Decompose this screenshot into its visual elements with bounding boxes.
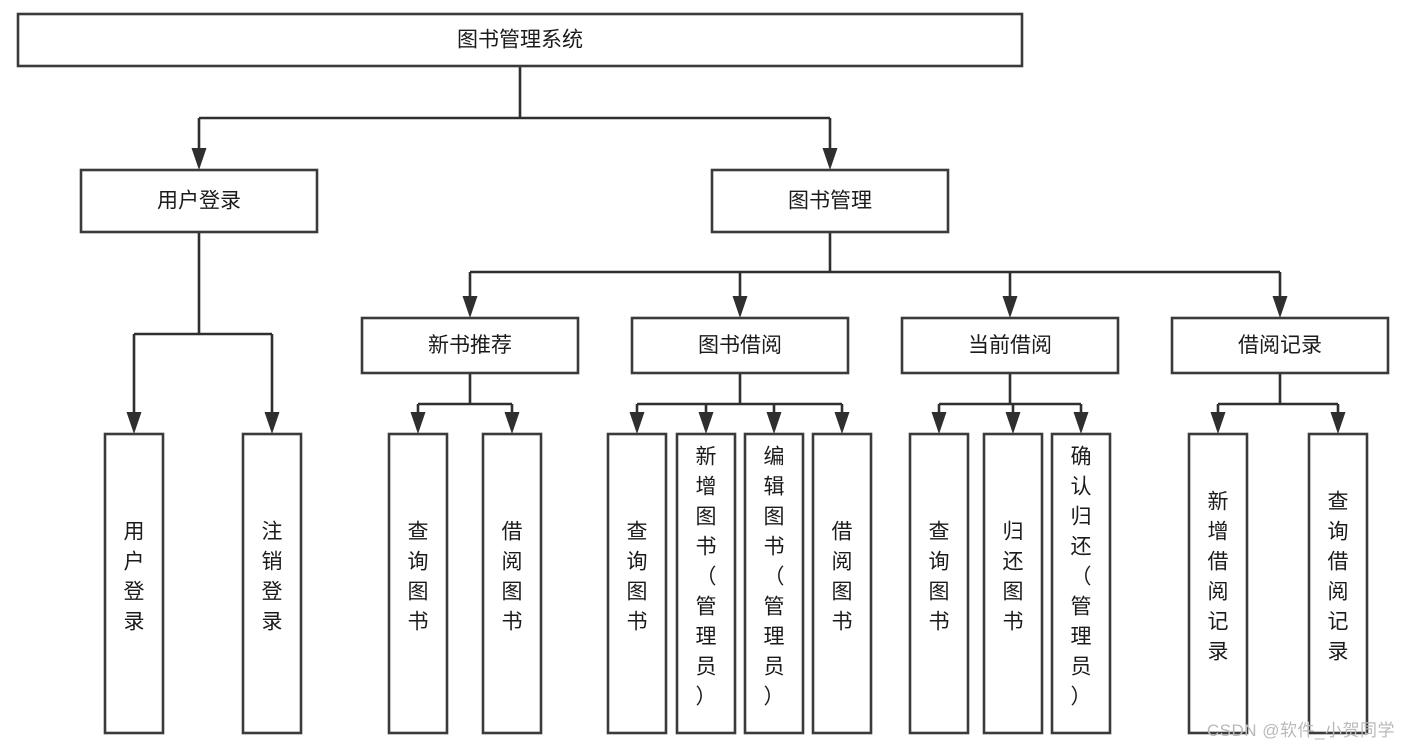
node-box bbox=[360, 316, 580, 375]
node-box bbox=[811, 432, 873, 735]
node-label: 新增借阅记录 bbox=[1208, 491, 1229, 664]
arrow-head-icon bbox=[1210, 412, 1226, 434]
arrow-head-icon bbox=[504, 412, 520, 434]
arrow-head-icon bbox=[1073, 412, 1089, 434]
node-new-book-rec[interactable]: 新书推荐 bbox=[360, 316, 580, 375]
arrow-head-icon bbox=[698, 412, 714, 434]
arrow-head-icon bbox=[264, 412, 280, 434]
node-label: 借阅记录 bbox=[1238, 334, 1322, 357]
node-box bbox=[710, 168, 950, 234]
node-label: 查询图书 bbox=[408, 521, 429, 634]
node-box bbox=[103, 432, 165, 735]
node-label: 用户登录 bbox=[157, 190, 241, 213]
node-leaf-confirm-return[interactable]: 确认归还（管理员） bbox=[1050, 432, 1112, 735]
node-box bbox=[1307, 432, 1369, 735]
arrow-head-icon bbox=[462, 296, 478, 318]
arrow-head-icon bbox=[1005, 412, 1021, 434]
node-box bbox=[606, 432, 668, 735]
node-book-manage[interactable]: 图书管理 bbox=[710, 168, 950, 234]
node-leaf-query-book-1[interactable]: 查询图书 bbox=[387, 432, 449, 735]
node-label: 图书管理 bbox=[788, 190, 872, 213]
connector-lines-group bbox=[126, 66, 1346, 434]
node-borrow-record[interactable]: 借阅记录 bbox=[1170, 316, 1390, 375]
node-boxes-group: 图书管理系统用户登录图书管理新书推荐图书借阅当前借阅借阅记录用户登录注销登录查询… bbox=[16, 12, 1390, 735]
arrow-head-icon bbox=[1330, 412, 1346, 434]
arrow-head-icon bbox=[191, 148, 207, 170]
node-box bbox=[908, 432, 970, 735]
arrow-head-icon bbox=[834, 412, 850, 434]
node-label: 用户登录 bbox=[124, 521, 145, 634]
node-box bbox=[1050, 432, 1112, 735]
node-current-borrow[interactable]: 当前借阅 bbox=[900, 316, 1120, 375]
node-label: 查询借阅记录 bbox=[1328, 491, 1349, 664]
node-label: 编辑图书（管理员） bbox=[764, 446, 785, 709]
node-box bbox=[982, 432, 1044, 735]
node-label: 查询图书 bbox=[929, 521, 950, 634]
node-leaf-query-book-2[interactable]: 查询图书 bbox=[606, 432, 668, 735]
node-label: 新增图书（管理员） bbox=[696, 446, 717, 709]
node-leaf-query-book-3[interactable]: 查询图书 bbox=[908, 432, 970, 735]
node-leaf-query-record[interactable]: 查询借阅记录 bbox=[1307, 432, 1369, 735]
node-leaf-borrow-book-1[interactable]: 借阅图书 bbox=[481, 432, 543, 735]
arrow-head-icon bbox=[1272, 296, 1288, 318]
arrow-head-icon bbox=[410, 412, 426, 434]
node-root[interactable]: 图书管理系统 bbox=[16, 12, 1024, 68]
node-box bbox=[387, 432, 449, 735]
arrow-head-icon bbox=[1002, 296, 1018, 318]
node-label: 借阅图书 bbox=[832, 521, 853, 634]
node-label: 注销登录 bbox=[262, 521, 283, 634]
node-box bbox=[630, 316, 850, 375]
node-leaf-edit-book[interactable]: 编辑图书（管理员） bbox=[743, 432, 805, 735]
node-box bbox=[1187, 432, 1249, 735]
node-box bbox=[481, 432, 543, 735]
node-box bbox=[79, 168, 319, 234]
arrow-head-icon bbox=[822, 148, 838, 170]
arrow-head-icon bbox=[766, 412, 782, 434]
node-leaf-borrow-book-2[interactable]: 借阅图书 bbox=[811, 432, 873, 735]
node-leaf-add-record[interactable]: 新增借阅记录 bbox=[1187, 432, 1249, 735]
node-label: 当前借阅 bbox=[968, 334, 1052, 357]
node-label: 借阅图书 bbox=[502, 521, 523, 634]
node-label: 图书借阅 bbox=[698, 334, 782, 357]
node-box bbox=[241, 432, 303, 735]
node-leaf-user-logout[interactable]: 注销登录 bbox=[241, 432, 303, 735]
node-label: 确认归还（管理员） bbox=[1071, 446, 1092, 709]
node-box bbox=[1170, 316, 1390, 375]
node-label: 新书推荐 bbox=[428, 334, 512, 357]
node-label: 查询图书 bbox=[627, 521, 648, 634]
node-book-borrow[interactable]: 图书借阅 bbox=[630, 316, 850, 375]
arrow-head-icon bbox=[931, 412, 947, 434]
node-box bbox=[900, 316, 1120, 375]
node-label: 图书管理系统 bbox=[457, 29, 583, 52]
node-box bbox=[743, 432, 805, 735]
node-leaf-user-login[interactable]: 用户登录 bbox=[103, 432, 165, 735]
node-leaf-add-book[interactable]: 新增图书（管理员） bbox=[675, 432, 737, 735]
arrow-head-icon bbox=[629, 412, 645, 434]
arrow-head-icon bbox=[126, 412, 142, 434]
node-box bbox=[16, 12, 1024, 68]
node-label: 归还图书 bbox=[1003, 521, 1024, 634]
node-user-login[interactable]: 用户登录 bbox=[79, 168, 319, 234]
node-leaf-return-book[interactable]: 归还图书 bbox=[982, 432, 1044, 735]
node-box bbox=[675, 432, 737, 735]
arrow-head-icon bbox=[732, 296, 748, 318]
